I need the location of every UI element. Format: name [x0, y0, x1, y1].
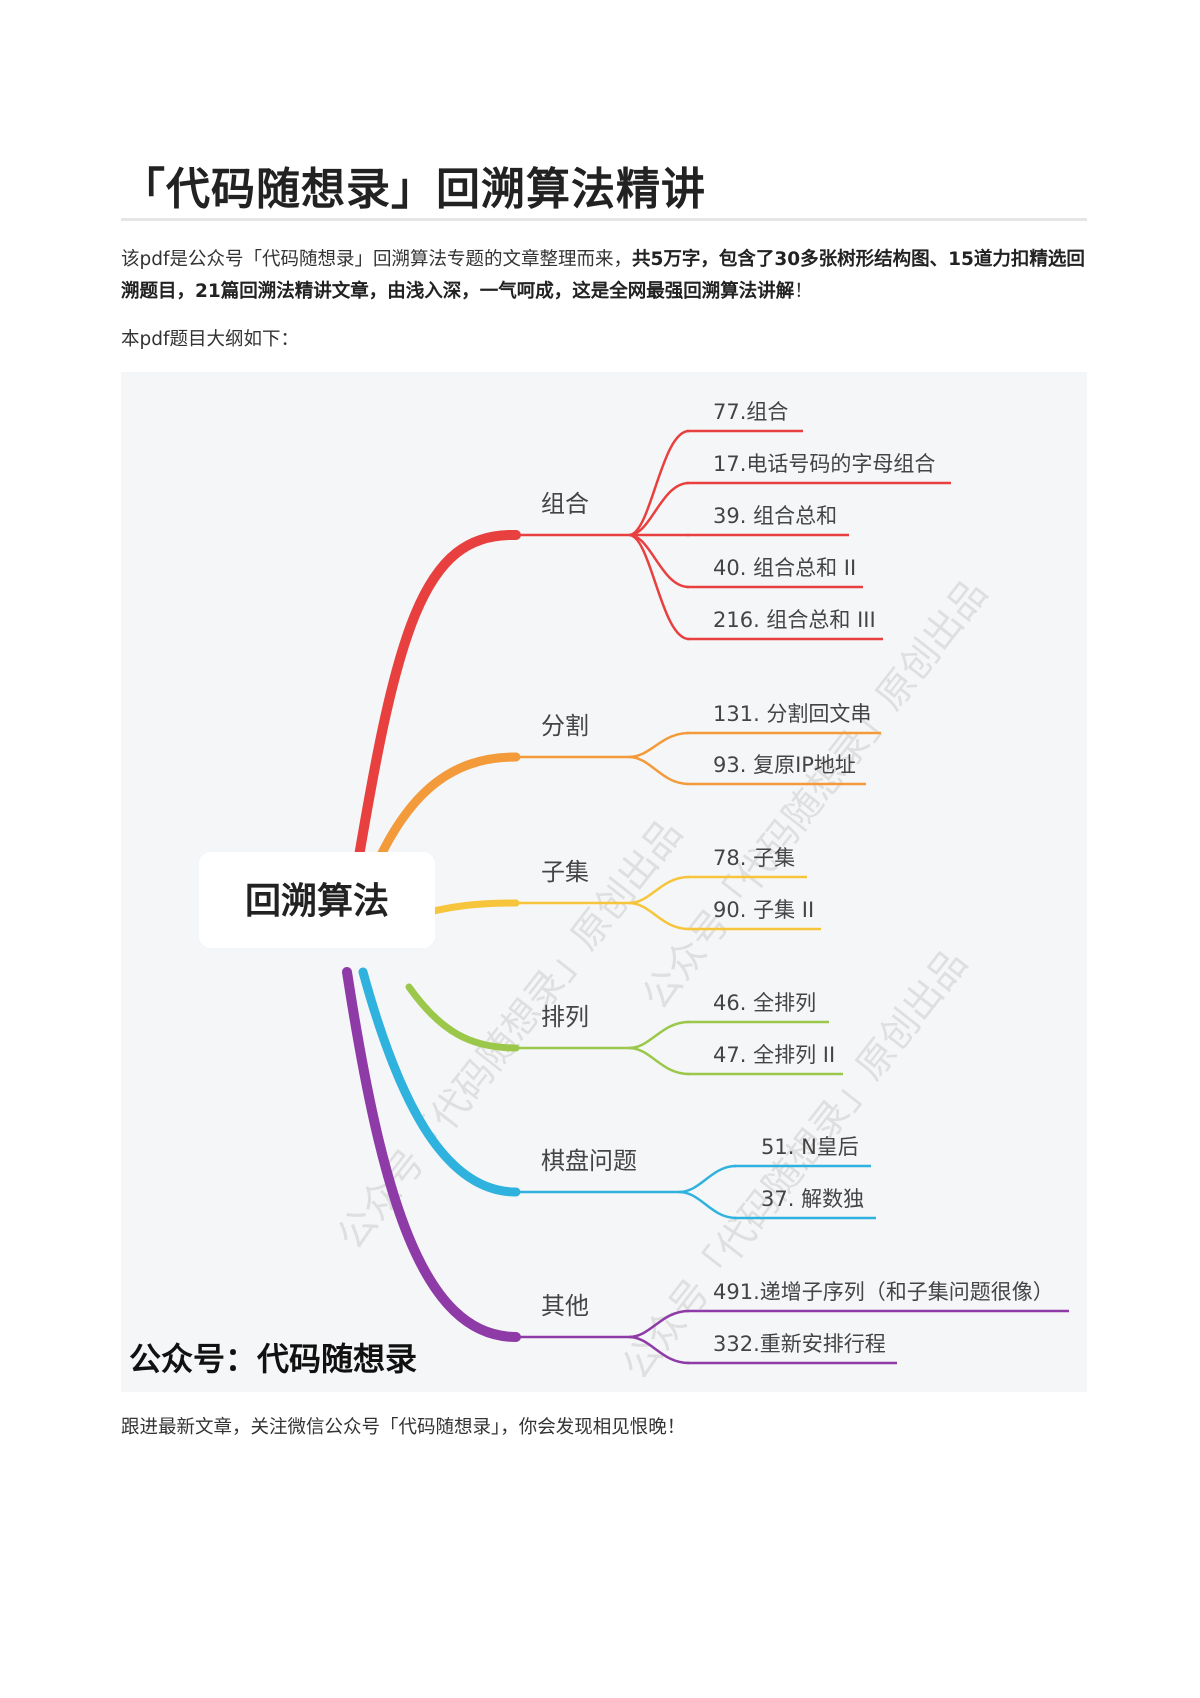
branch-label-qita: 其他 [541, 1292, 589, 1320]
leaf-curve [628, 901, 690, 931]
connector-pailie [405, 983, 520, 1052]
leaf-curve [628, 429, 690, 537]
leaf-label: 332.重新安排行程 [713, 1332, 886, 1356]
root-label: 回溯算法 [245, 881, 389, 922]
leaf-label: 491.递增子序列（和子集问题很像） [713, 1280, 1054, 1304]
intro-bold-text: 共5万字，包含了30多张树形结构图、15道力扣精选回溯题目，21篇回溯法精讲文章… [121, 249, 1085, 302]
leaf-label: 39. 组合总和 [713, 504, 837, 528]
leaf-label: 37. 解数独 [761, 1187, 864, 1211]
page-title: 「代码随想录」回溯算法精讲 [121, 164, 706, 215]
leaf-label: 51. N皇后 [761, 1135, 859, 1159]
leaf-curve [678, 1164, 737, 1194]
leaf-label: 78. 子集 [713, 846, 795, 870]
leaf-label: 93. 复原IP地址 [713, 753, 856, 777]
branch-label-fenge: 分割 [541, 712, 589, 740]
leaf-curve [628, 731, 690, 759]
leaf-label: 216. 组合总和 III [713, 608, 876, 632]
leaf-curve [628, 875, 690, 905]
leaf-curve [678, 1190, 737, 1220]
leaf-label: 77.组合 [713, 400, 788, 424]
leaf-curve [628, 481, 690, 537]
title-divider [121, 218, 1087, 221]
leaf-curve [628, 1046, 690, 1076]
branch-label-qipan: 棋盘问题 [541, 1147, 637, 1175]
signature-text: 公众号：代码随想录 [129, 1340, 417, 1378]
branch-label-zuhe: 组合 [541, 490, 589, 518]
leaf-label: 131. 分割回文串 [713, 702, 871, 726]
leaf-curve [628, 755, 690, 786]
intro-paragraph: 该pdf是公众号「代码随想录」回溯算法专题的文章整理而来，共5万字，包含了30多… [121, 244, 1087, 308]
outline-label: 本pdf题目大纲如下： [121, 329, 299, 350]
leaf-curve [628, 533, 690, 641]
footer-text: 跟进最新文章，关注微信公众号「代码随想录」，你会发现相见恨晚！ [121, 1417, 686, 1438]
mindmap-figure: 公众号「代码随想录」原创出品 公众号「代码随想录」原创出品 公众号「代码随想录」… [121, 372, 1087, 1392]
leaf-curve [628, 1309, 690, 1339]
connector-qipan [358, 967, 521, 1197]
leaf-label: 17.电话号码的字母组合 [713, 452, 935, 476]
leaf-curve [628, 1020, 690, 1050]
leaf-label: 40. 组合总和 II [713, 556, 856, 580]
intro-text: 该pdf是公众号「代码随想录」回溯算法专题的文章整理而来， [121, 249, 633, 270]
branch-label-ziji: 子集 [541, 858, 589, 886]
leaf-label: 46. 全排列 [713, 991, 816, 1015]
leaf-curve [628, 1335, 690, 1365]
leaf-label: 47. 全排列 II [713, 1043, 835, 1067]
mindmap-canvas: 公众号「代码随想录」原创出品 公众号「代码随想录」原创出品 公众号「代码随想录」… [121, 372, 1087, 1392]
branch-label-pailie: 排列 [541, 1003, 589, 1031]
leaf-label: 90. 子集 II [713, 898, 814, 922]
intro-end-text: ！ [794, 281, 813, 302]
root-node [199, 852, 435, 948]
connector-zuhe [348, 529, 521, 897]
connector-qita [342, 967, 521, 1342]
